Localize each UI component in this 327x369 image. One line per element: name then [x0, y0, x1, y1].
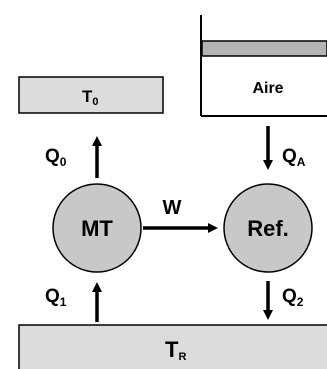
reservoir-t0-box	[18, 76, 164, 114]
refrigerator-label: Ref.	[247, 216, 289, 241]
q0-label: Q0	[45, 146, 67, 169]
heat-flow-q2: Q2	[263, 281, 304, 320]
work-label: W	[163, 197, 182, 219]
refrigerator-circle	[223, 183, 313, 273]
engine-label: MT	[81, 216, 113, 241]
q2-label: Q2	[282, 286, 304, 309]
piston	[201, 40, 327, 57]
reservoir-tr-label: TR	[165, 337, 186, 363]
reservoir-tr-box	[18, 324, 327, 369]
air-chamber: Aire	[200, 15, 327, 117]
reservoir-t0-label: T0	[82, 87, 99, 108]
qa-label: QA	[282, 146, 306, 169]
heat-flow-q1: Q1	[45, 282, 102, 322]
engine-node: MT	[52, 183, 142, 273]
reservoir-tr: TR	[18, 324, 327, 369]
engine-circle	[52, 183, 142, 273]
work-flow: W	[143, 197, 218, 233]
refrigerator-node: Ref.	[223, 183, 313, 273]
heat-flow-qa: QA	[263, 126, 306, 170]
air-label: Aire	[252, 80, 283, 97]
heat-flow-q0: Q0	[45, 136, 102, 178]
q1-label: Q1	[45, 286, 67, 309]
reservoir-t0: T0	[18, 76, 164, 114]
